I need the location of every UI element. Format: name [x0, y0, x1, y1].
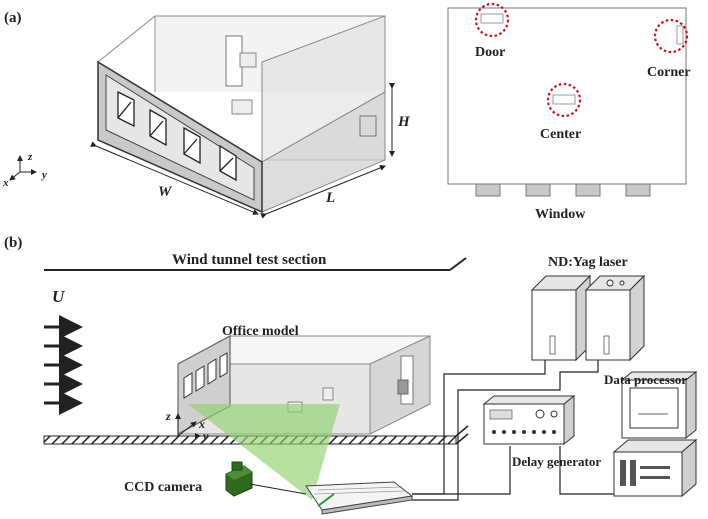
- plan-window-4: [625, 183, 651, 197]
- axis-a-x: x: [2, 177, 9, 189]
- yag-laser: [530, 274, 646, 362]
- plan-sensor-center: [552, 94, 576, 105]
- model-sensor-corner: [397, 379, 409, 395]
- ccd-camera: [225, 461, 253, 497]
- floor-plan: [447, 2, 689, 197]
- plan-label-door: Door: [475, 45, 505, 60]
- plan-window-1: [475, 183, 501, 197]
- laser-label: ND:Yag laser: [548, 255, 628, 270]
- axis-a-z: z: [27, 151, 33, 163]
- wind-arrows: [44, 315, 83, 415]
- axes-a: [9, 155, 37, 181]
- data-processor: [612, 370, 698, 498]
- plan-label-corner: Corner: [647, 65, 691, 80]
- delay-generator: [482, 394, 576, 446]
- plan-label-window: Window: [535, 207, 586, 222]
- sensor-corner: [359, 115, 377, 137]
- room-3d-model: H W L: [90, 15, 411, 219]
- laser-sheet: [188, 404, 340, 500]
- office-model-label: Office model: [222, 324, 299, 339]
- axis-b-z: z: [165, 409, 171, 423]
- axes-b: [175, 413, 201, 439]
- marker-center: [546, 82, 582, 118]
- data-processor-label: Data processor: [604, 372, 687, 387]
- plan-sensor-corner: [676, 25, 684, 45]
- dim-w-line: [90, 141, 259, 215]
- marker-corner: [653, 18, 689, 54]
- panel-b-label: (b): [4, 235, 22, 251]
- axis-b-y: y: [201, 429, 209, 443]
- wind-symbol: U: [52, 287, 65, 306]
- tunnel-title: Wind tunnel test section: [172, 252, 327, 268]
- marker-door: [474, 2, 510, 38]
- dim-w-label: W: [158, 184, 173, 200]
- model-sensor-center: [322, 387, 334, 401]
- plan-sensor-door: [480, 13, 504, 24]
- plan-label-center: Center: [540, 127, 581, 142]
- delay-generator-label: Delay generator: [512, 454, 601, 469]
- dim-l-label: L: [325, 190, 335, 206]
- ccd-camera-label: CCD camera: [124, 480, 202, 495]
- dim-h-label: H: [397, 114, 411, 130]
- axis-b-x: x: [198, 417, 205, 431]
- panel-a-label: (a): [4, 10, 22, 26]
- sensor-door: [239, 52, 257, 68]
- plan-window-3: [575, 183, 601, 197]
- sensor-center: [231, 99, 253, 115]
- dim-l-line: [260, 165, 386, 219]
- cables: [412, 346, 628, 501]
- plan-window-2: [525, 183, 551, 197]
- axis-a-y: y: [40, 169, 47, 181]
